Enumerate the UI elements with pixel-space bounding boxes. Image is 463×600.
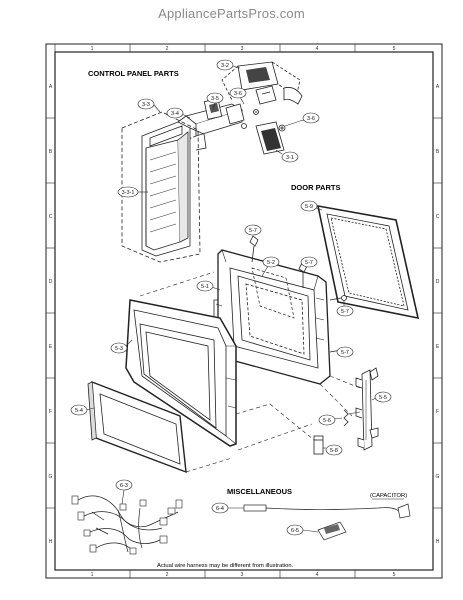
grid-col-top: 5: [393, 46, 396, 52]
grid-row-left: F: [49, 409, 52, 415]
harness-note: Actual wire harness may be different fro…: [157, 563, 294, 569]
callout-3-1: 3-1: [275, 149, 299, 163]
grid-col-top: 3: [241, 46, 244, 52]
svg-text:5-7: 5-7: [341, 309, 349, 315]
grid-col-bottom: 3: [241, 572, 244, 578]
grid-row-right: E: [436, 344, 440, 350]
svg-text:5-3: 5-3: [115, 346, 123, 352]
grid-col-bottom: 1: [91, 572, 94, 578]
part-3-2-drawing: [221, 61, 303, 105]
section-title-control-panel: CONTROL PANEL PARTS: [88, 69, 179, 78]
svg-text:5-6: 5-6: [323, 418, 331, 424]
grid-col-bottom: 2: [166, 572, 169, 578]
callout-3-6-b: 3-6: [299, 112, 320, 124]
grid-row-right: B: [436, 149, 440, 155]
watermark: AppliancePartsPros.com: [158, 6, 305, 21]
part-5-2-drawing: [251, 267, 295, 319]
screw-3-6: [241, 109, 301, 132]
grid-row-left: H: [49, 539, 53, 545]
svg-text:3-4: 3-4: [171, 111, 179, 117]
grid-row-right: F: [436, 409, 439, 415]
grid-row-right: D: [436, 279, 440, 285]
callout-3-6-a: 3-6: [229, 87, 247, 105]
part-5-8-drawing: [313, 435, 324, 455]
callout-5-6: 5-6: [318, 414, 343, 426]
grid-col-top: 1: [91, 46, 94, 52]
svg-text:5-4: 5-4: [75, 408, 83, 414]
part-5-1-drawing: [213, 249, 331, 385]
part-5-5-drawing: [355, 367, 379, 451]
grid-col-top: 2: [166, 46, 169, 52]
callout-5-3: 5-3: [110, 339, 133, 354]
callout-5-8: 5-8: [323, 444, 343, 456]
grid-row-left: B: [49, 149, 53, 155]
svg-text:3-3-1: 3-3-1: [122, 190, 135, 196]
svg-text:5-5: 5-5: [379, 395, 387, 401]
part-3-1-drawing: [255, 121, 285, 155]
callout-5-4: 5-4: [70, 404, 95, 416]
svg-text:5-8: 5-8: [330, 448, 338, 454]
svg-text:3-6: 3-6: [307, 116, 315, 122]
svg-text:6-5: 6-5: [291, 528, 299, 534]
callout-6-3: 6-3: [115, 479, 133, 505]
section-title-door: DOOR PARTS: [291, 183, 340, 192]
callout-5-7-b: 5-7: [300, 256, 318, 268]
part-5-9-drawing: [316, 205, 420, 320]
grid-col-top: 4: [316, 46, 319, 52]
callout-5-7-d: 5-7: [336, 346, 354, 358]
grid-col-bottom: 5: [393, 572, 396, 578]
grid-row-right: A: [436, 84, 440, 90]
grid-row-right: G: [436, 474, 440, 480]
grid-row-left: A: [49, 84, 53, 90]
grid-row-right: H: [436, 539, 440, 545]
svg-text:3-1: 3-1: [286, 155, 294, 161]
svg-text:5-7: 5-7: [305, 260, 313, 266]
callout-3-2: 3-2: [216, 59, 241, 71]
callout-5-7-a: 5-7: [244, 224, 262, 236]
part-5-3-drawing: [125, 299, 237, 447]
part-3-3-drawing: [121, 111, 207, 263]
svg-text:5-7: 5-7: [249, 228, 257, 234]
svg-text:5-9: 5-9: [305, 204, 313, 210]
part-6-4-drawing: [228, 503, 411, 519]
callout-5-2: 5-2: [261, 256, 280, 277]
capacitor-label: (CAPACITOR): [370, 493, 407, 499]
callout-5-1: 5-1: [196, 280, 221, 292]
grid-row-right: C: [436, 214, 440, 220]
grid-col-bottom: 4: [316, 572, 319, 578]
grid-row-left: E: [49, 344, 53, 350]
part-3-4-drawing: [177, 98, 245, 141]
callout-3-4: 3-4: [166, 107, 191, 119]
svg-text:6-3: 6-3: [120, 483, 128, 489]
callout-3-3: 3-3: [137, 98, 161, 113]
drawing-frame: [45, 43, 443, 579]
svg-text:3-2: 3-2: [221, 63, 229, 69]
grid-row-left: C: [49, 214, 53, 220]
callout-3-3-1: 3-3-1: [117, 186, 148, 198]
part-6-5-drawing: [302, 521, 347, 541]
svg-text:3-5: 3-5: [211, 96, 219, 102]
grid-row-left: G: [49, 474, 53, 480]
svg-text:5-7: 5-7: [341, 350, 349, 356]
callout-5-5: 5-5: [371, 391, 392, 403]
svg-text:6-4: 6-4: [216, 506, 224, 512]
callout-6-5: 6-5: [286, 524, 304, 536]
part-5-6-drawing: [343, 409, 361, 427]
svg-text:3-3: 3-3: [142, 102, 150, 108]
grid-row-left: D: [49, 279, 53, 285]
callout-5-9: 5-9: [300, 200, 323, 212]
part-6-3-drawing: [71, 495, 183, 555]
callout-5-7-c: 5-7: [336, 301, 354, 317]
svg-text:3-6: 3-6: [234, 91, 242, 97]
callout-6-4: 6-4: [211, 502, 229, 514]
svg-text:5-2: 5-2: [267, 260, 275, 266]
callout-3-5: 3-5: [206, 92, 224, 110]
svg-text:5-1: 5-1: [201, 284, 209, 290]
section-title-misc: MISCELLANEOUS: [227, 487, 292, 496]
